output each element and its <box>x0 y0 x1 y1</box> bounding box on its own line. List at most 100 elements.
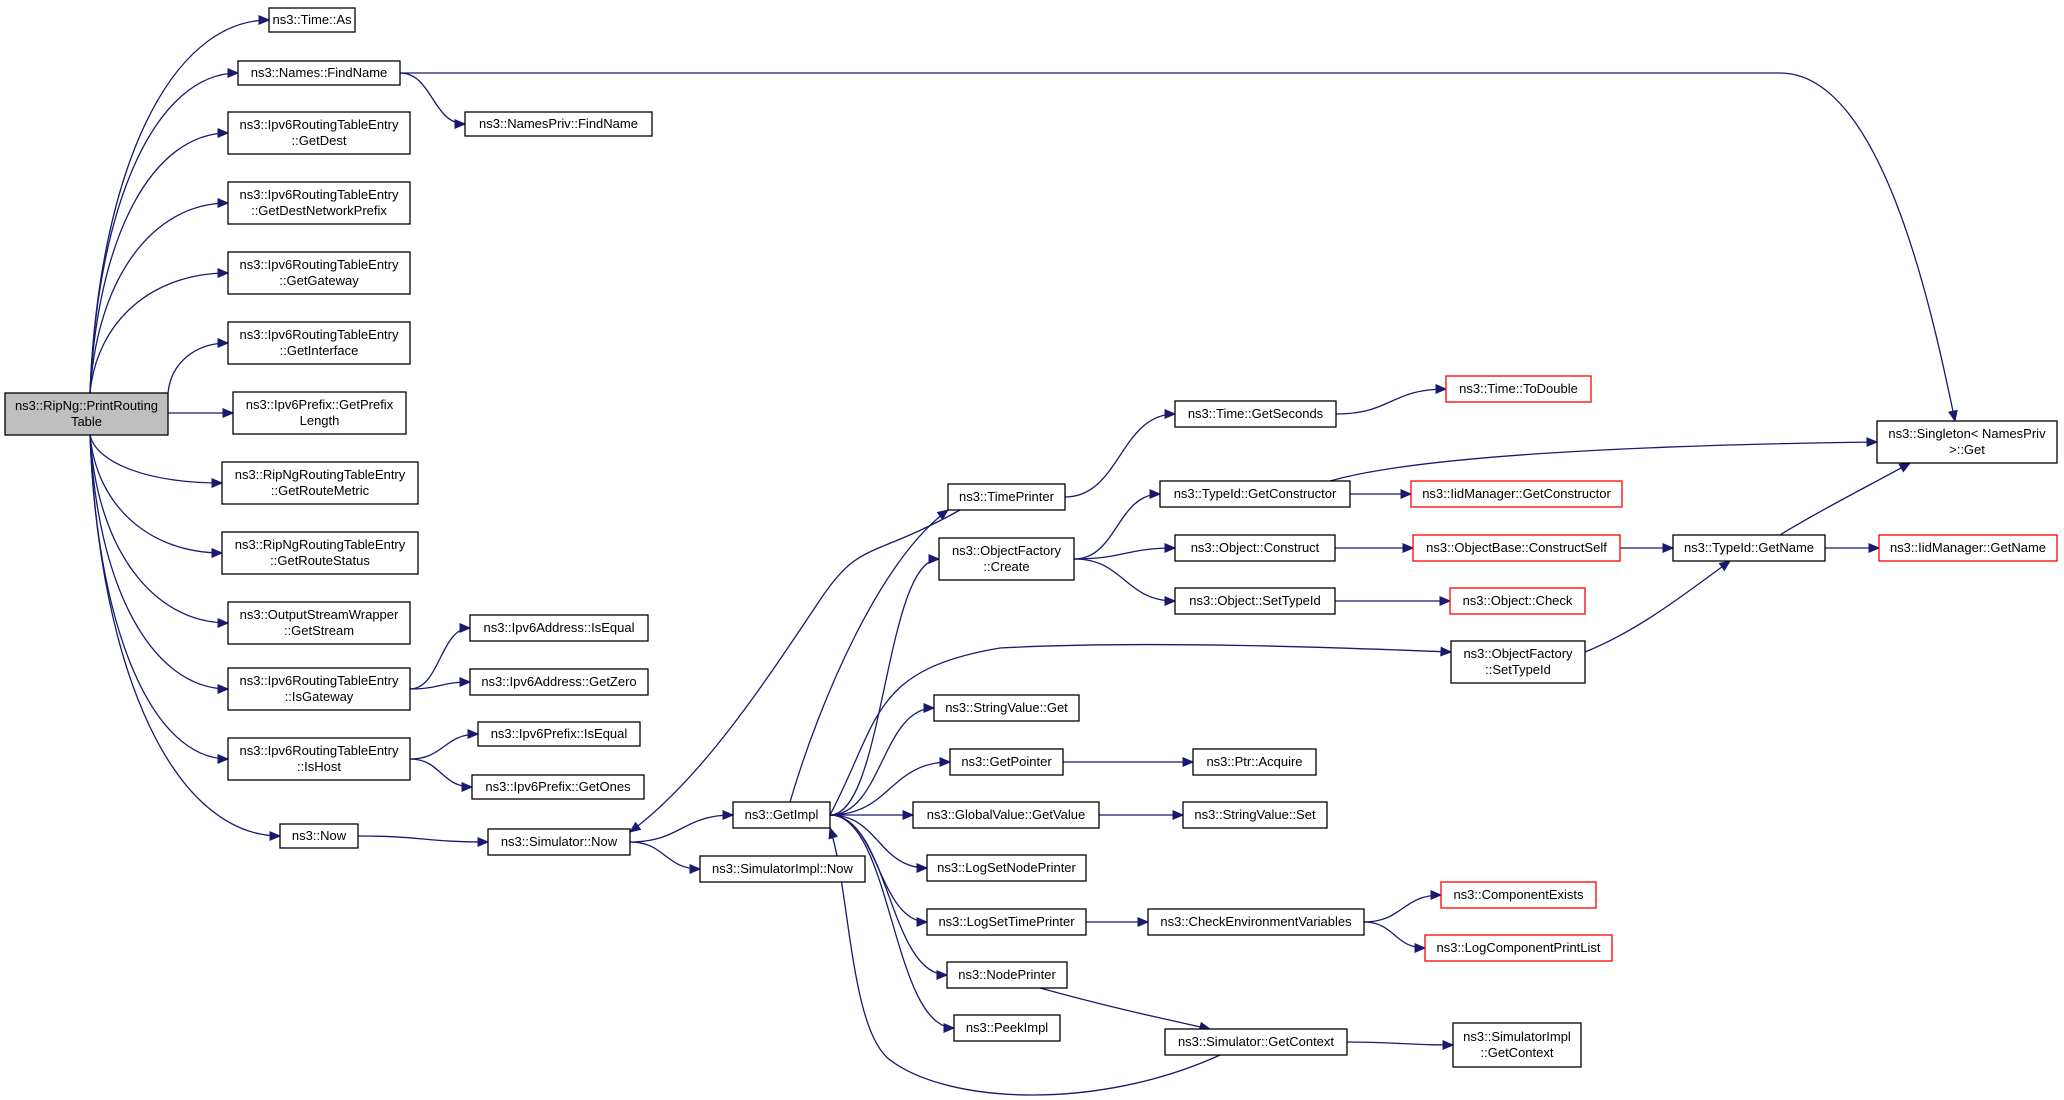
edge-objectfactory-create-to-object-settypeid <box>1073 558 1177 606</box>
node-checkenv[interactable]: ns3::CheckEnvironmentVariables <box>1147 908 1365 936</box>
node-objectfactory-settypeid[interactable]: ns3::ObjectFactory::SetTypeId <box>1450 640 1586 684</box>
edge-timeprinter-to-time-getseconds <box>1064 409 1177 498</box>
node-objectbase-constructself[interactable]: ns3::ObjectBase::ConstructSelf <box>1412 534 1621 562</box>
edge-arrowhead <box>217 338 230 348</box>
edge-root-to-names-findname <box>89 68 240 394</box>
node-getimpl[interactable]: ns3::GetImpl <box>732 801 831 829</box>
node-timeprinter[interactable]: ns3::TimePrinter <box>947 483 1066 511</box>
node-object-settypeid[interactable]: ns3::Object::SetTypeId <box>1174 587 1336 615</box>
node-objectfactory-create[interactable]: ns3::ObjectFactory::Create <box>938 537 1075 581</box>
node-box <box>938 537 1075 581</box>
edge-arrowhead <box>936 970 949 980</box>
node-box <box>4 392 169 436</box>
edge-typeid-getconstructor-to-singleton-get <box>1329 437 1879 482</box>
node-box <box>1424 934 1613 962</box>
node-box <box>1452 1022 1582 1068</box>
node-box <box>464 111 653 137</box>
node-object-construct[interactable]: ns3::Object::Construct <box>1174 534 1336 562</box>
node-getstream[interactable]: ns3::OutputStreamWrapper::GetStream <box>227 601 411 645</box>
node-logsetnodeprinter[interactable]: ns3::LogSetNodePrinter <box>926 854 1087 882</box>
node-box <box>1672 534 1826 562</box>
node-label: ns3::Simulator::GetContext <box>1178 1034 1334 1049</box>
node-label: ns3::Ipv6Prefix::GetOnes <box>485 779 631 794</box>
node-ptr-acquire[interactable]: ns3::Ptr::Acquire <box>1192 748 1317 776</box>
node-simimpl-getcontext[interactable]: ns3::SimulatorImpl::GetContext <box>1452 1022 1582 1068</box>
node-box <box>1449 587 1586 615</box>
node-getroutestatus[interactable]: ns3::RipNgRoutingTableEntry::GetRouteSta… <box>221 531 419 575</box>
node-logsettimeprinter[interactable]: ns3::LogSetTimePrinter <box>926 908 1087 936</box>
edge-arrowhead <box>222 408 235 418</box>
node-now[interactable]: ns3::Now <box>279 823 359 849</box>
edge-arrowhead <box>217 618 230 628</box>
node-addr-isequal[interactable]: ns3::Ipv6Address::IsEqual <box>469 614 649 642</box>
node-stringvalue-set[interactable]: ns3::StringValue::Set <box>1182 801 1328 829</box>
node-label: ns3::TimePrinter <box>959 489 1055 504</box>
node-namespriv-findname[interactable]: ns3::NamesPriv::FindName <box>464 111 653 137</box>
edge-typeid-getname-to-iidmanager-getname <box>1824 543 1881 553</box>
node-time-todouble[interactable]: ns3::Time::ToDouble <box>1445 375 1592 403</box>
node-time-as[interactable]: ns3::Time::As <box>268 7 356 33</box>
node-label: ns3::GetPointer <box>961 754 1052 769</box>
node-typeid-getconstructor[interactable]: ns3::TypeId::GetConstructor <box>1159 480 1351 508</box>
node-box <box>221 531 419 575</box>
node-isgateway[interactable]: ns3::Ipv6RoutingTableEntry::IsGateway <box>227 667 411 711</box>
node-nodeprinter[interactable]: ns3::NodePrinter <box>946 961 1068 989</box>
edge-arrowhead <box>828 826 838 840</box>
edge-arrowhead <box>1439 596 1452 606</box>
edge-line <box>829 643 1452 816</box>
node-object-check[interactable]: ns3::Object::Check <box>1449 587 1586 615</box>
edge-sim-now-to-getimpl <box>629 810 735 843</box>
node-names-findname[interactable]: ns3::Names::FindName <box>237 60 401 86</box>
edge-line <box>1584 560 1731 653</box>
node-addr-getzero[interactable]: ns3::Ipv6Address::GetZero <box>469 668 649 696</box>
node-sim-now[interactable]: ns3::Simulator::Now <box>487 828 631 856</box>
node-getdestnetworkprefix[interactable]: ns3::Ipv6RoutingTableEntry::GetDestNetwo… <box>227 181 411 225</box>
edge-arrowhead <box>1164 409 1177 419</box>
node-getpointer[interactable]: ns3::GetPointer <box>949 748 1064 776</box>
node-label: ns3::GetImpl <box>745 807 819 822</box>
node-box <box>471 774 645 800</box>
node-peekimpl[interactable]: ns3::PeekImpl <box>953 1014 1061 1042</box>
node-time-getseconds[interactable]: ns3::Time::GetSeconds <box>1174 400 1337 428</box>
node-stringvalue-get[interactable]: ns3::StringValue::Get <box>933 694 1080 722</box>
edge-line <box>829 814 928 869</box>
node-prefix-getones[interactable]: ns3::Ipv6Prefix::GetOnes <box>471 774 645 800</box>
edge-line <box>1073 558 1176 602</box>
node-box <box>926 854 1087 882</box>
edge-line <box>829 814 955 1029</box>
node-getdest[interactable]: ns3::Ipv6RoutingTableEntry::GetDest <box>227 111 411 155</box>
edge-arrowhead <box>217 754 230 764</box>
node-getinterface[interactable]: ns3::Ipv6RoutingTableEntry::GetInterface <box>227 321 411 365</box>
node-componentexists[interactable]: ns3::ComponentExists <box>1440 881 1597 909</box>
edge-arrowhead <box>211 548 224 558</box>
node-getroutemetric[interactable]: ns3::RipNgRoutingTableEntry::GetRouteMet… <box>221 461 419 505</box>
node-ishost[interactable]: ns3::Ipv6RoutingTableEntry::IsHost <box>227 737 411 781</box>
edge-line <box>89 202 229 394</box>
edge-line <box>829 558 940 816</box>
node-logcomponentprintlist[interactable]: ns3::LogComponentPrintList <box>1424 934 1613 962</box>
node-box <box>1174 400 1337 428</box>
node-sim-getcontext[interactable]: ns3::Simulator::GetContext <box>1164 1028 1348 1056</box>
node-box <box>1174 587 1336 615</box>
node-singleton-get[interactable]: ns3::Singleton< NamesPriv>::Get <box>1876 420 2058 464</box>
edge-arrowhead <box>459 677 472 687</box>
node-label: ns3::Object::SetTypeId <box>1189 593 1321 608</box>
node-label: ::GetDestNetworkPrefix <box>251 203 387 218</box>
edge-arrowhead <box>1435 384 1448 394</box>
node-getgateway[interactable]: ns3::Ipv6RoutingTableEntry::GetGateway <box>227 251 411 295</box>
node-iidmanager-getconstructor[interactable]: ns3::IidManager::GetConstructor <box>1410 480 1623 508</box>
node-globalvalue-getvalue[interactable]: ns3::GlobalValue::GetValue <box>912 801 1100 829</box>
node-iidmanager-getname[interactable]: ns3::IidManager::GetName <box>1878 534 2058 562</box>
edge-names-findname-to-singleton-get <box>400 72 1958 423</box>
node-simimpl-now[interactable]: ns3::SimulatorImpl::Now <box>699 855 866 883</box>
edge-arrowhead <box>217 684 230 694</box>
node-label: ns3::NamesPriv::FindName <box>479 116 638 131</box>
edge-ishost-to-prefix-getones <box>409 758 474 792</box>
node-typeid-getname[interactable]: ns3::TypeId::GetName <box>1672 534 1826 562</box>
node-box <box>1876 420 2058 464</box>
edge-object-construct-to-objectbase-constructself <box>1334 543 1415 553</box>
node-prefix-isequal[interactable]: ns3::Ipv6Prefix::IsEqual <box>477 721 641 747</box>
